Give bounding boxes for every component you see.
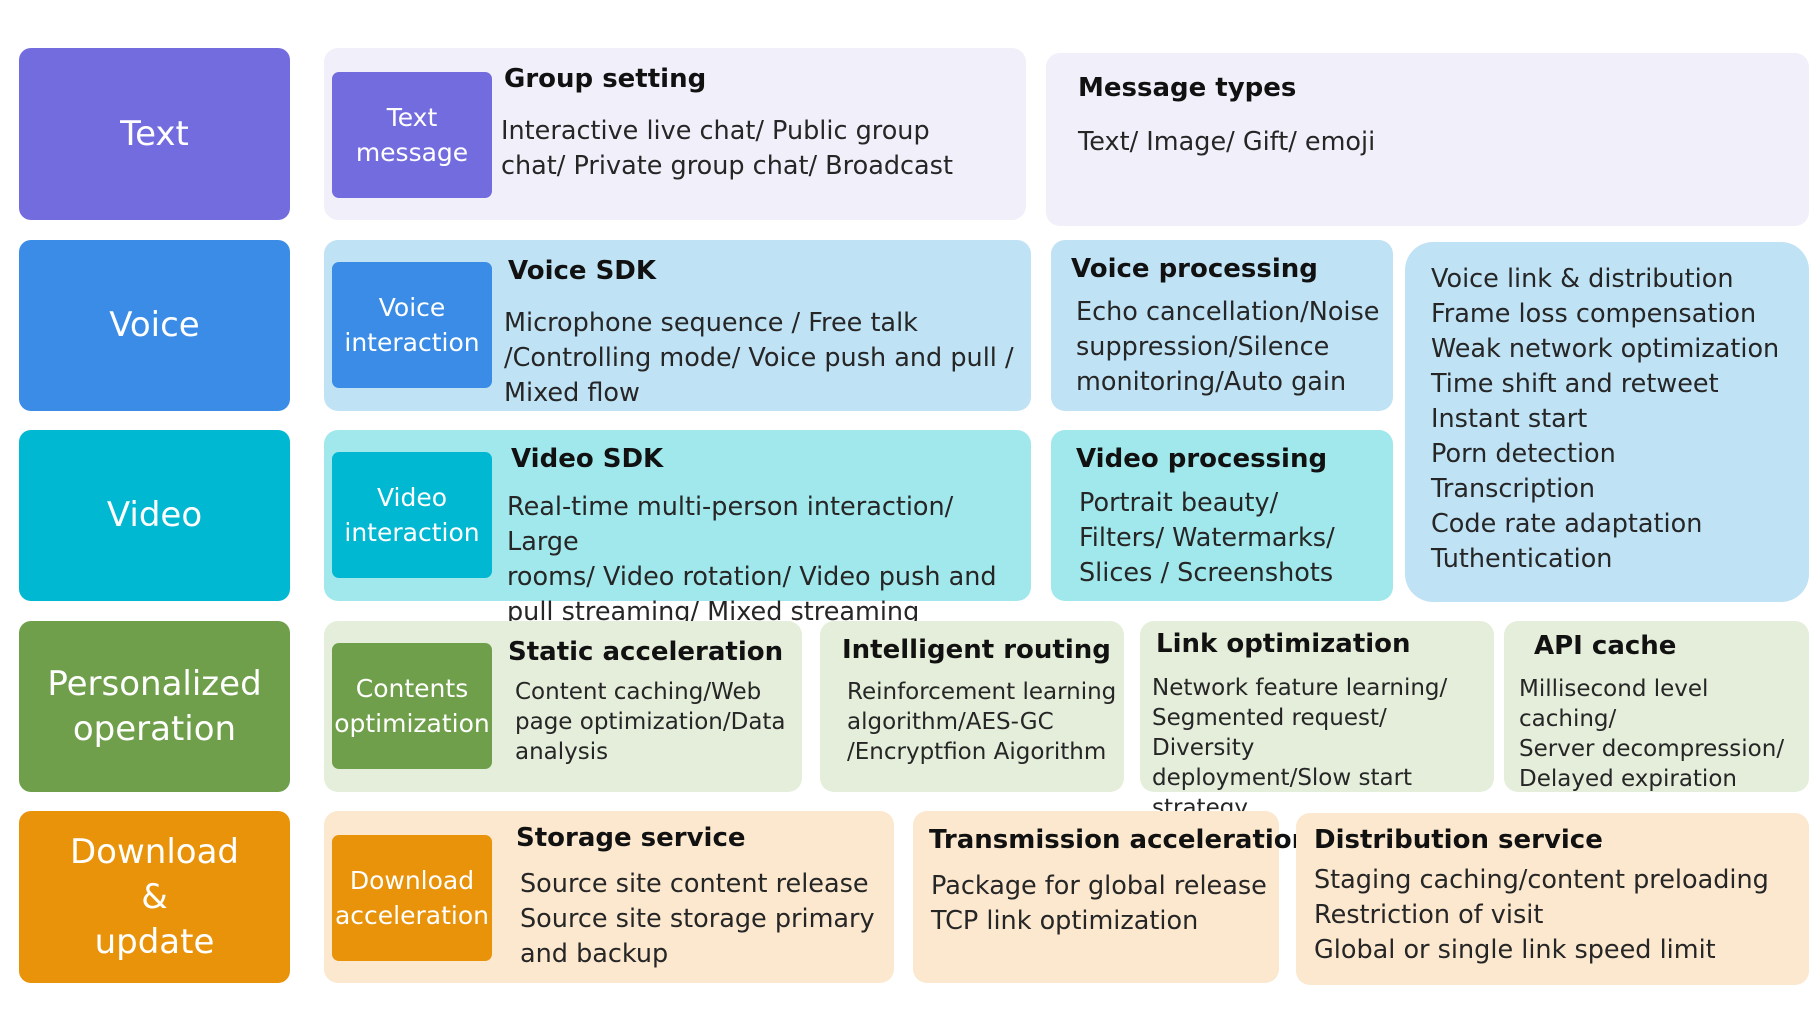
api-cache-title: API cache — [1534, 631, 1677, 661]
video-sdk-panel: Video interaction Video SDK Real-time mu… — [324, 430, 1031, 627]
contents-optimization-badge: Contents optimization — [332, 643, 492, 769]
distribution-service-title: Distribution service — [1314, 825, 1603, 855]
voice-processing-panel: Voice processing Echo cancellation/Noise… — [1051, 240, 1393, 411]
voice-processing-title: Voice processing — [1071, 254, 1318, 284]
category-text: Text — [19, 48, 290, 220]
static-acceleration-panel: Contents optimization Static acceleratio… — [324, 621, 802, 792]
static-acceleration-title: Static acceleration — [508, 637, 784, 667]
download-acceleration-badge: Download acceleration — [332, 835, 492, 961]
video-processing-title: Video processing — [1076, 444, 1328, 474]
group-setting-title: Group setting — [504, 64, 707, 94]
api-cache-panel: API cache Millisecond level caching/ Ser… — [1504, 621, 1809, 792]
text-message-badge: Text message — [332, 72, 492, 198]
distribution-service-panel: Distribution service Staging caching/con… — [1296, 813, 1809, 985]
video-processing-panel: Video processing Portrait beauty/ Filter… — [1051, 430, 1393, 601]
voice-processing-body: Echo cancellation/Noise suppression/Sile… — [1076, 297, 1380, 397]
group-setting-body: Interactive live chat/ Public group chat… — [501, 116, 953, 181]
category-video: Video — [19, 430, 290, 601]
voice-video-shared-panel: Voice link & distribution Frame loss com… — [1405, 242, 1809, 602]
distribution-service-body: Staging caching/content preloading Restr… — [1314, 865, 1769, 965]
storage-service-title: Storage service — [516, 823, 746, 853]
voice-sdk-title: Voice SDK — [508, 256, 657, 286]
static-acceleration-body: Content caching/Web page optimization/Da… — [515, 679, 786, 765]
intelligent-routing-panel: Intelligent routing Reinforcement learni… — [820, 621, 1124, 792]
voice-sdk-panel: Voice interaction Voice SDK Microphone s… — [324, 240, 1031, 411]
video-interaction-badge: Video interaction — [332, 452, 492, 578]
voice-sdk-body: Microphone sequence / Free talk /Control… — [504, 308, 1014, 408]
voice-interaction-badge: Voice interaction — [332, 262, 492, 388]
group-setting-panel: Text message Group setting Interactive l… — [324, 48, 1026, 220]
category-download-update: Download & update — [19, 811, 290, 983]
message-types-title: Message types — [1078, 73, 1297, 103]
transmission-acceleration-body: Package for global release TCP link opti… — [931, 871, 1267, 936]
storage-service-body: Source site content release Source site … — [520, 869, 875, 969]
transmission-acceleration-panel: Transmission acceleration Package for gl… — [913, 811, 1310, 983]
transmission-acceleration-title: Transmission acceleration — [929, 825, 1311, 855]
intelligent-routing-title: Intelligent routing — [842, 635, 1111, 665]
message-types-body: Text/ Image/ Gift/ emoji — [1078, 127, 1376, 157]
shared-features-list: Voice link & distribution Frame loss com… — [1431, 264, 1780, 574]
video-sdk-body: Real-time multi-person interaction/ Larg… — [507, 492, 997, 627]
link-optimization-title: Link optimization — [1156, 629, 1411, 659]
storage-service-panel: Download acceleration Storage service So… — [324, 811, 894, 983]
video-sdk-title: Video SDK — [511, 444, 664, 474]
api-cache-body: Millisecond level caching/ Server decomp… — [1519, 676, 1785, 792]
category-personalized-operation: Personalized operation — [19, 621, 290, 792]
message-types-panel: Message types Text/ Image/ Gift/ emoji — [1046, 53, 1809, 226]
link-optimization-body: Network feature learning/ Segmented requ… — [1152, 675, 1448, 821]
link-optimization-panel: Link optimization Network feature learni… — [1140, 621, 1494, 821]
video-processing-body: Portrait beauty/ Filters/ Watermarks/ Sl… — [1079, 488, 1335, 588]
category-voice: Voice — [19, 240, 290, 411]
intelligent-routing-body: Reinforcement learning algorithm/AES-GC … — [847, 679, 1117, 765]
